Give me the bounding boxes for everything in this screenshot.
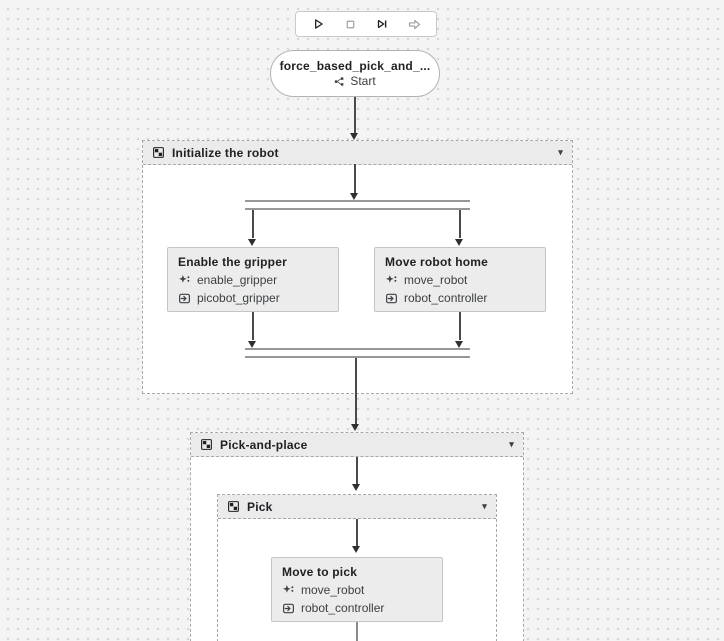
subtree-icon xyxy=(200,438,213,451)
arrowhead xyxy=(248,239,256,246)
flow-icon xyxy=(334,76,345,87)
start-node[interactable]: force_based_pick_and_... Start xyxy=(270,50,440,97)
edge xyxy=(356,519,358,546)
run-toolbar xyxy=(295,11,437,37)
process-name: force_based_pick_and_... xyxy=(279,59,431,73)
task-node-move-to-pick[interactable]: Move to pick move_robot robot_controller xyxy=(271,557,443,622)
parallel-fork-bar xyxy=(245,200,470,210)
resource-icon xyxy=(385,292,398,305)
skill-name: move_robot xyxy=(301,583,365,597)
edge xyxy=(356,457,358,484)
arrowhead xyxy=(350,193,358,200)
skip-next-button[interactable] xyxy=(372,14,392,34)
arrowhead xyxy=(351,424,359,431)
resource-name: robot_controller xyxy=(301,601,385,615)
group-title: Pick-and-place xyxy=(220,437,308,452)
group-header-initialize[interactable]: Initialize the robot ▾ xyxy=(143,141,572,165)
arrowhead xyxy=(352,484,360,491)
collapse-caret-icon[interactable]: ▾ xyxy=(482,501,487,511)
arrowhead xyxy=(248,341,256,348)
arrowhead xyxy=(350,133,358,140)
task-title: Move robot home xyxy=(385,255,489,269)
edge xyxy=(356,622,358,641)
play-button[interactable] xyxy=(308,14,328,34)
skill-icon xyxy=(178,274,191,287)
task-title: Move to pick xyxy=(282,565,358,579)
resource-name: picobot_gripper xyxy=(197,291,280,305)
stop-button[interactable] xyxy=(340,14,360,34)
edge xyxy=(252,312,254,340)
subtree-icon xyxy=(227,500,240,513)
edge-initialize-pickandplace xyxy=(355,358,357,424)
subtree-icon xyxy=(152,146,165,159)
resource-name: robot_controller xyxy=(404,291,488,305)
edge-start-initialize xyxy=(354,97,356,133)
skill-name: move_robot xyxy=(404,273,468,287)
resource-icon xyxy=(282,602,295,615)
group-header-pick-and-place[interactable]: Pick-and-place ▾ xyxy=(191,433,523,457)
collapse-caret-icon[interactable]: ▾ xyxy=(558,147,563,157)
group-header-pick[interactable]: Pick ▾ xyxy=(218,495,496,519)
edge xyxy=(459,312,461,340)
start-label: Start xyxy=(350,74,376,88)
edge xyxy=(459,210,461,238)
continue-icon xyxy=(407,17,422,32)
resource-icon xyxy=(178,292,191,305)
skill-icon xyxy=(282,584,295,597)
task-node-enable-gripper[interactable]: Enable the gripper enable_gripper picobo… xyxy=(167,247,339,312)
skip-next-icon xyxy=(375,17,389,31)
play-icon xyxy=(311,17,325,31)
parallel-join-bar xyxy=(245,348,470,358)
edge xyxy=(252,210,254,238)
stop-icon xyxy=(344,18,357,31)
arrowhead xyxy=(455,239,463,246)
arrowhead xyxy=(352,546,360,553)
edge xyxy=(354,164,356,194)
skill-icon xyxy=(385,274,398,287)
task-title: Enable the gripper xyxy=(178,255,287,269)
task-node-move-robot-home[interactable]: Move robot home move_robot robot_control… xyxy=(374,247,546,312)
skill-name: enable_gripper xyxy=(197,273,278,287)
arrowhead xyxy=(455,341,463,348)
group-title: Initialize the robot xyxy=(172,145,279,160)
group-title: Pick xyxy=(247,499,273,514)
collapse-caret-icon[interactable]: ▾ xyxy=(509,439,514,449)
continue-button[interactable] xyxy=(404,14,424,34)
